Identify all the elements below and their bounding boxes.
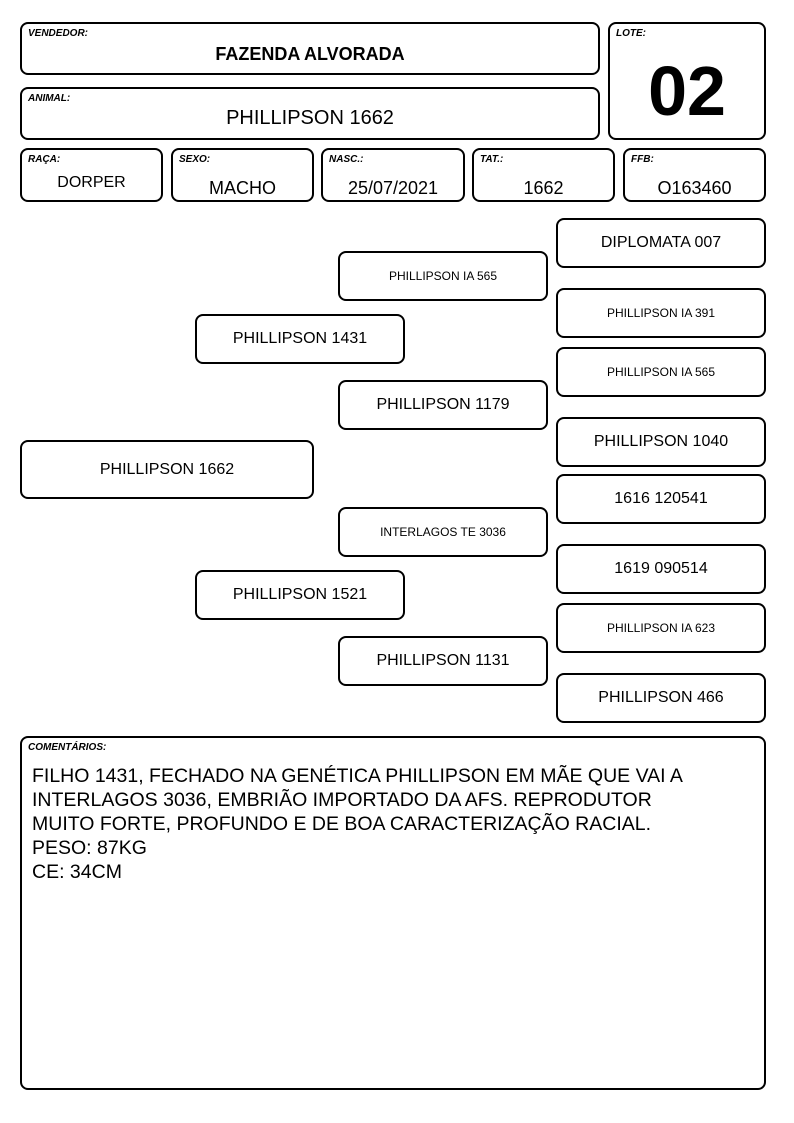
pedigree-dam-dam-dam: PHILLIPSON 466 xyxy=(556,673,766,723)
sexo-label: SEXO: xyxy=(179,154,211,165)
sexo-value: MACHO xyxy=(209,178,276,198)
nasc-label: NASC.: xyxy=(329,154,364,165)
pedigree-dam-sire-dam: 1619 090514 xyxy=(556,544,766,594)
pedigree-dam: PHILLIPSON 1521 xyxy=(195,570,405,620)
tat-label: TAT.: xyxy=(480,154,504,165)
raca-value: DORPER xyxy=(57,174,126,191)
raca-box: RAÇA: DORPER xyxy=(20,148,163,202)
pedigree-sire-sire-dam: PHILLIPSON IA 391 xyxy=(556,288,766,338)
pedigree-dam-sire-sire: 1616 120541 xyxy=(556,474,766,524)
nasc-value: 25/07/2021 xyxy=(347,178,439,198)
animal-value: PHILLIPSON 1662 xyxy=(226,107,394,129)
pedigree-sire-sire: PHILLIPSON IA 565 xyxy=(338,251,548,301)
sexo-box: SEXO: MACHO xyxy=(171,148,314,202)
vendedor-label: VENDEDOR: xyxy=(28,28,89,39)
tat-box: TAT.: 1662 xyxy=(472,148,615,202)
comments-label: COMENTÁRIOS: xyxy=(28,742,107,753)
animal-box: ANIMAL: PHILLIPSON 1662 xyxy=(20,87,600,140)
raca-label: RAÇA: xyxy=(28,154,61,165)
pedigree-sire-sire-sire: DIPLOMATA 007 xyxy=(556,218,766,268)
pedigree-sire: PHILLIPSON 1431 xyxy=(195,314,405,364)
pedigree-dam-dam-sire: PHILLIPSON IA 623 xyxy=(556,603,766,653)
pedigree-sire-dam-dam: PHILLIPSON 1040 xyxy=(556,417,766,467)
pedigree-animal: PHILLIPSON 1662 xyxy=(20,440,314,499)
pedigree-dam-dam: PHILLIPSON 1131 xyxy=(338,636,548,686)
ffb-value: O163460 xyxy=(657,178,732,198)
lote-box: LOTE: 02 xyxy=(608,22,766,140)
ffb-label: FFB: xyxy=(631,154,654,165)
lote-value: 02 xyxy=(648,52,726,130)
nasc-box: NASC.: 25/07/2021 xyxy=(321,148,465,202)
animal-label: ANIMAL: xyxy=(28,93,71,104)
comments-text: FILHO 1431, FECHADO NA GENÉTICA PHILLIPS… xyxy=(32,765,683,883)
pedigree-dam-sire: INTERLAGOS TE 3036 xyxy=(338,507,548,557)
tat-value: 1662 xyxy=(523,178,564,198)
pedigree-sire-dam-sire: PHILLIPSON IA 565 xyxy=(556,347,766,397)
vendedor-box: VENDEDOR: FAZENDA ALVORADA xyxy=(20,22,600,75)
ffb-box: FFB: O163460 xyxy=(623,148,766,202)
comments-box: COMENTÁRIOS: FILHO 1431, FECHADO NA GENÉ… xyxy=(20,736,766,1090)
pedigree-sire-dam: PHILLIPSON 1179 xyxy=(338,380,548,430)
lote-label: LOTE: xyxy=(616,28,646,39)
vendedor-value: FAZENDA ALVORADA xyxy=(215,44,405,64)
